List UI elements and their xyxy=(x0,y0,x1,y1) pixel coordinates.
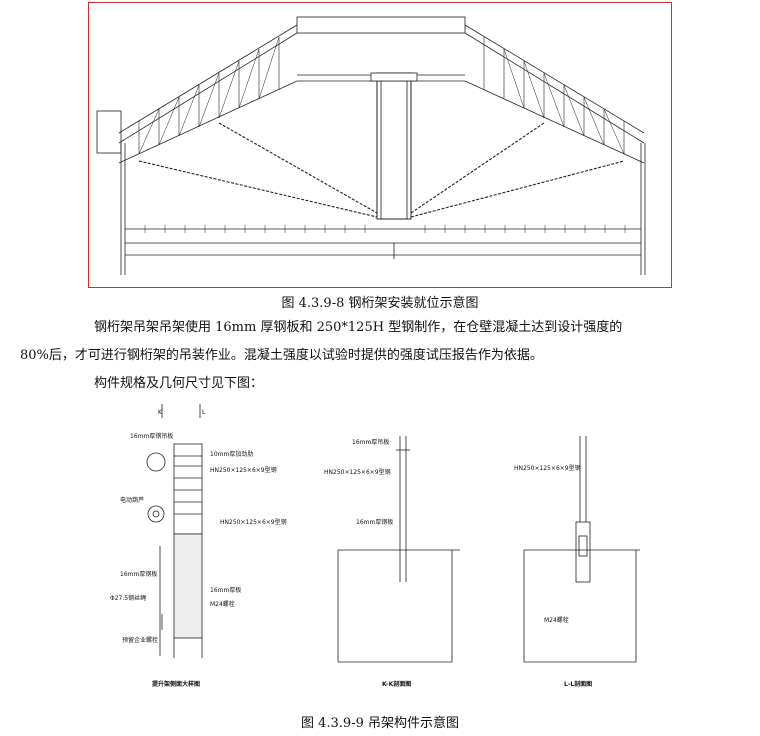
section-mark-l: L xyxy=(202,409,206,416)
ll-title: L-L剖面图 xyxy=(564,680,592,688)
label-hbeam1: HN250×125×6×9型钢 xyxy=(210,466,277,474)
label-rebar: Φ27.5钢丝绳 xyxy=(110,594,146,602)
label-plate-right: 16mm厚板 xyxy=(210,586,241,594)
label-hbeam2: HN250×125×6×9型钢 xyxy=(220,518,287,526)
label-plate-top: 16mm厚钢吊板 xyxy=(130,432,173,440)
label-bolt: M24螺栓 xyxy=(210,600,235,608)
figure2-caption: 图 4.3.9-9 吊架构件示意图 xyxy=(300,716,459,731)
ll-label-bolt: M24螺栓 xyxy=(544,616,569,624)
hanger-drawing: K L 16mm厚钢吊板 10mm厚加劲肋 HN250×125×6×9型钢 电动… xyxy=(110,404,640,688)
label-hoist: 电动葫芦 xyxy=(120,496,144,504)
truss-drawing xyxy=(96,16,646,275)
kk-label-plate-top: 16mm厚吊板 xyxy=(352,438,389,446)
ll-label-hbeam: HN250×125×6×9型钢 xyxy=(514,464,581,472)
label-base: 预留企业螺栓 xyxy=(122,636,158,644)
paragraph-line: 80%后，才可进行钢桁架的吊装作业。混凝土强度以试验时提供的强度试压报告作为依据… xyxy=(20,348,543,363)
paragraph-line: 钢桁架吊架吊架使用 16mm 厚钢板和 250*125H 型钢制作，在仓壁混凝土… xyxy=(94,320,623,335)
hanger-components-figure: K L 16mm厚钢吊板 10mm厚加劲肋 HN250×125×6×9型钢 电动… xyxy=(100,396,660,696)
detail-title: 提升架侧面大样图 xyxy=(152,680,200,688)
paragraph-line: 构件规格及几何尺寸见下图： xyxy=(94,376,264,391)
paragraph-hanger-description: 钢桁架吊架吊架使用 16mm 厚钢板和 250*125H 型钢制作，在仓壁混凝土… xyxy=(20,314,710,398)
figure1-caption: 图 4.3.9-8 钢桁架安装就位示意图 xyxy=(281,296,479,311)
kk-label-hbeam: HN250×125×6×9型钢 xyxy=(324,468,391,476)
label-plate-mid: 16mm厚钢板 xyxy=(120,570,157,578)
kk-title: K-K剖面图 xyxy=(382,680,411,688)
label-stiffener: 10mm厚加劲肋 xyxy=(210,450,253,458)
kk-label-plate-mid: 16mm厚钢板 xyxy=(356,518,393,526)
section-mark-k: K xyxy=(158,409,163,416)
truss-installation-figure xyxy=(88,2,672,288)
